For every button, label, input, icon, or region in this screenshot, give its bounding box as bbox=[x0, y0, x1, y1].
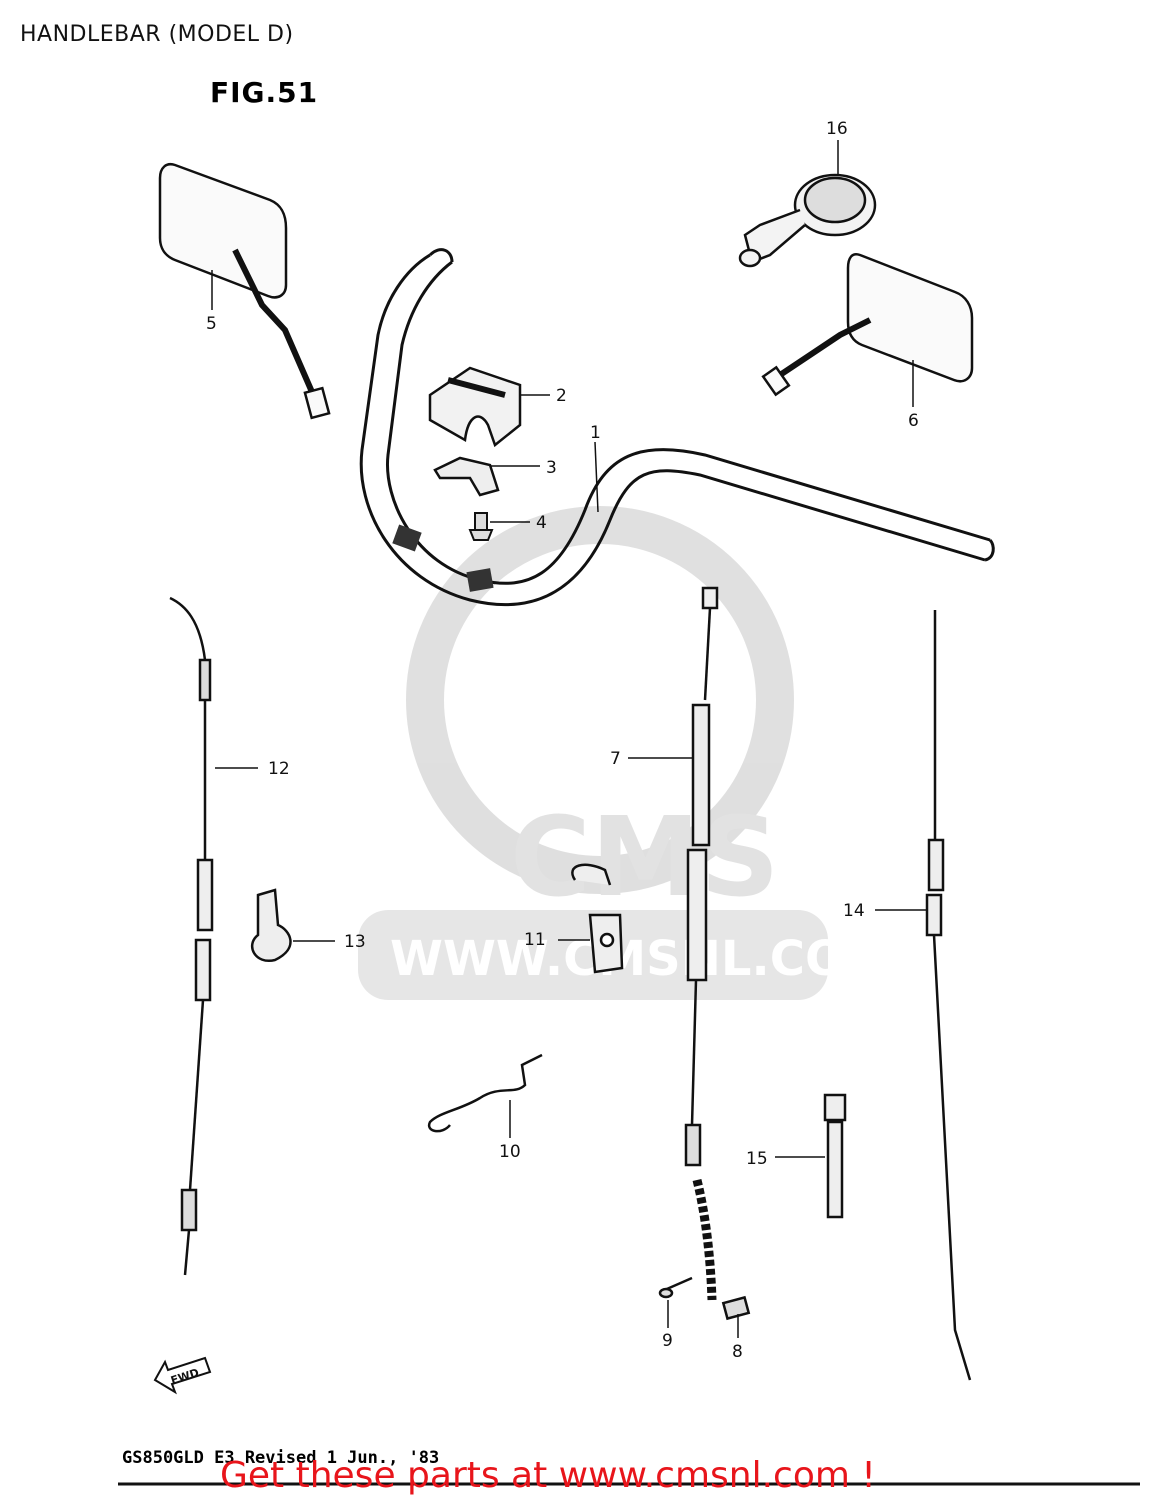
callout-labels: 1 2 3 4 5 6 7 8 9 10 11 12 13 14 15 16 bbox=[206, 119, 919, 1362]
callout-9: 9 bbox=[662, 1331, 673, 1351]
mirror-left-part-5[interactable] bbox=[158, 163, 331, 420]
page-title: HANDLEBAR (MODEL D) bbox=[20, 22, 294, 47]
watermark: CMS WWW.CMSNL.COM bbox=[358, 506, 894, 1000]
cmsnl-parts-link[interactable]: Get these parts at www.cmsnl.com ! bbox=[220, 1455, 876, 1496]
clamp-part-11[interactable] bbox=[571, 863, 624, 974]
callout-3: 3 bbox=[546, 458, 557, 478]
screw-part-9[interactable] bbox=[658, 1276, 693, 1299]
bolt-part-8[interactable] bbox=[721, 1295, 751, 1321]
spring-part-10[interactable] bbox=[427, 1053, 543, 1133]
callout-11: 11 bbox=[524, 930, 546, 950]
forward-arrow-icon: FWD bbox=[153, 1356, 212, 1395]
clock-part-16[interactable] bbox=[738, 173, 877, 268]
callout-15: 15 bbox=[746, 1149, 768, 1169]
handlebar-part-1[interactable] bbox=[359, 248, 995, 607]
cable-part-12[interactable] bbox=[169, 596, 214, 1276]
figure-number: FIG.51 bbox=[210, 76, 319, 109]
clamp-part-13[interactable] bbox=[251, 888, 292, 963]
bolt-part-4[interactable] bbox=[468, 512, 494, 541]
cable-part-7[interactable] bbox=[684, 586, 719, 1301]
tie-strap-part-15[interactable] bbox=[823, 1093, 847, 1219]
callout-4: 4 bbox=[536, 513, 547, 533]
mirror-right-part-6[interactable] bbox=[761, 253, 974, 397]
watermark-logo-text: CMS bbox=[510, 793, 779, 921]
callout-1: 1 bbox=[590, 423, 601, 443]
callout-2: 2 bbox=[556, 386, 567, 406]
callout-16: 16 bbox=[826, 119, 848, 139]
holder-cover-part-2[interactable] bbox=[428, 366, 522, 448]
callout-12: 12 bbox=[268, 759, 290, 779]
callout-10: 10 bbox=[499, 1142, 521, 1162]
callout-8: 8 bbox=[732, 1342, 743, 1362]
callout-5: 5 bbox=[206, 314, 217, 334]
callout-6: 6 bbox=[908, 411, 919, 431]
leader-lines bbox=[211, 140, 928, 1338]
callout-14: 14 bbox=[843, 901, 865, 921]
watermark-url-text: WWW.CMSNL.COM bbox=[390, 931, 894, 987]
callout-13: 13 bbox=[344, 932, 366, 952]
bracket-part-3[interactable] bbox=[433, 456, 500, 497]
model-revision-text: GS850GLD E3 Revised 1 Jun., '83 bbox=[122, 1448, 440, 1468]
cable-part-14[interactable] bbox=[925, 610, 972, 1381]
callout-7: 7 bbox=[610, 749, 621, 769]
